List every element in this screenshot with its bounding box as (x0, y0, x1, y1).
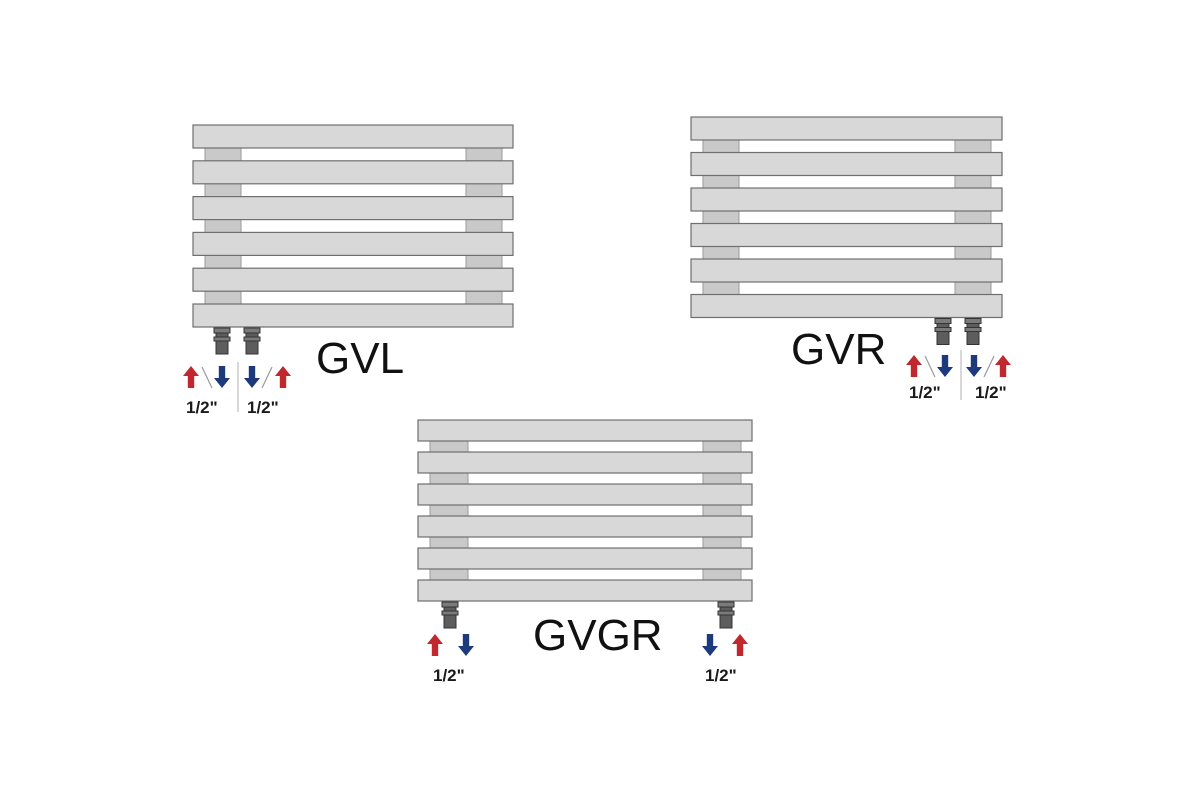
radiator-gvl (192, 124, 514, 355)
pipe-size-label: 1/2" (705, 666, 737, 685)
radiator-bar (690, 222, 1003, 248)
connection-group-gvgr-left: 1/2" (427, 634, 474, 685)
vertical-post (429, 423, 469, 598)
flow-down-arrow-icon (214, 366, 230, 388)
valve-connector (717, 601, 735, 629)
flow-down-arrow-icon (937, 355, 953, 377)
flow-up-arrow-icon (183, 366, 199, 388)
radiator-bar (690, 258, 1003, 283)
flow-down-arrow-icon (702, 634, 718, 656)
model-label-gvr: GVR (791, 325, 886, 374)
radiator-bar (192, 303, 514, 328)
flow-down-arrow-icon (458, 634, 474, 656)
flow-down-arrow-icon (244, 366, 260, 388)
vertical-post (465, 128, 503, 324)
pipe-size-label: 1/2" (247, 398, 279, 417)
valve-connector (964, 318, 982, 345)
model-label-gvgr: GVGR (533, 611, 663, 660)
slash-divider (201, 366, 213, 389)
flow-up-arrow-icon (906, 355, 922, 377)
radiator-bar (417, 483, 753, 506)
radiator-bar (192, 196, 514, 221)
slash-divider (983, 355, 995, 378)
pipe-size-label: 1/2" (909, 383, 941, 402)
radiator-gvgr (417, 419, 753, 629)
connection-group-gvr-2: 1/2" (966, 355, 1011, 402)
radiator-bar (417, 419, 753, 442)
radiator-bar (690, 293, 1003, 319)
radiator-bar (417, 515, 753, 538)
radiator-bar (192, 231, 514, 256)
valve-connector (243, 327, 261, 355)
radiator-gvr (690, 116, 1003, 345)
flow-up-arrow-icon (275, 366, 291, 388)
radiator-bar (192, 267, 514, 292)
radiator-bar (417, 579, 753, 602)
vertical-post (702, 423, 742, 598)
pipe-size-label: 1/2" (433, 666, 465, 685)
flow-up-arrow-icon (427, 634, 443, 656)
radiator-bar (192, 124, 514, 149)
radiator-bar (417, 451, 753, 474)
flow-up-arrow-icon (995, 355, 1011, 377)
pipe-size-label: 1/2" (186, 398, 218, 417)
radiator-bar (192, 160, 514, 185)
connection-group-gvgr-right: 1/2" (702, 634, 748, 685)
flow-down-arrow-icon (966, 355, 982, 377)
radiator-bar (690, 151, 1003, 177)
vertical-post (954, 120, 992, 314)
slash-divider (261, 366, 273, 389)
radiator-bar (690, 116, 1003, 141)
valve-connector (934, 318, 952, 345)
pipe-size-label: 1/2" (975, 383, 1007, 402)
slash-divider (924, 355, 936, 378)
radiator-bar (417, 547, 753, 570)
valve-connector (441, 601, 459, 629)
connection-group-gvl-2: 1/2" (244, 366, 291, 417)
vertical-post (702, 120, 740, 314)
vertical-post (204, 128, 242, 324)
model-label-gvl: GVL (316, 334, 404, 383)
valve-connector (213, 327, 231, 355)
radiator-bar (690, 187, 1003, 212)
flow-up-arrow-icon (732, 634, 748, 656)
connection-group-gvl-1: 1/2" (183, 366, 230, 417)
connection-group-gvr-1: 1/2" (906, 355, 953, 402)
